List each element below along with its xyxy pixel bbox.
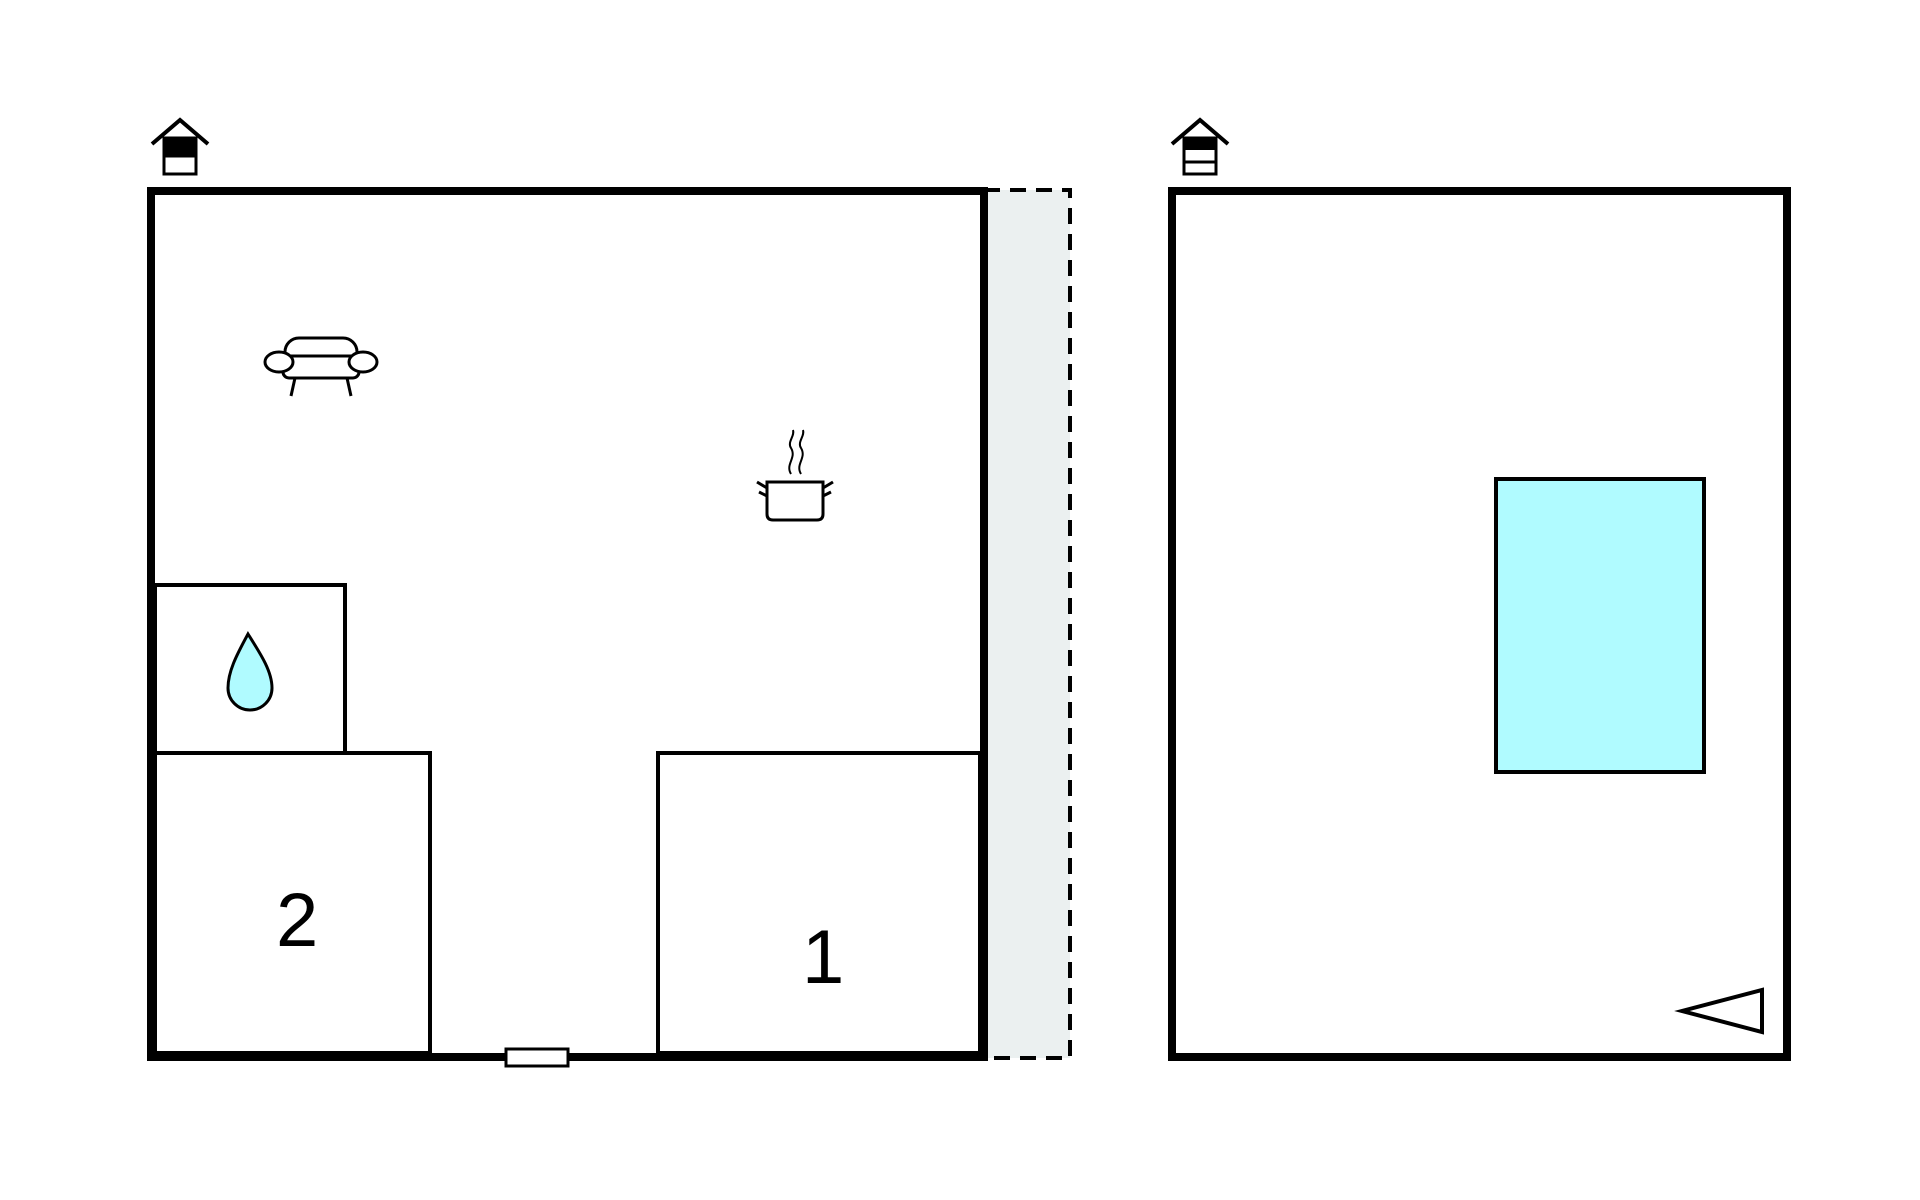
room-2	[153, 751, 432, 1055]
terrace-area	[984, 190, 1070, 1058]
door-icon	[504, 1047, 570, 1068]
room-1-number: 1	[802, 915, 844, 1000]
upper-floor-outer-wall	[1168, 187, 1791, 1061]
ground-floor-plan: 2 1	[147, 117, 1072, 1068]
room-2-number: 2	[276, 878, 318, 963]
upper-floor-plan	[1168, 117, 1791, 1061]
sofa-icon	[263, 336, 379, 397]
terrace-dashed-border	[984, 188, 1072, 1060]
water-drop-icon	[226, 631, 274, 712]
room-1	[656, 751, 982, 1055]
pool-icon	[1494, 477, 1706, 774]
cooking-pot-icon	[756, 429, 834, 522]
house-upper-floor-icon	[1170, 117, 1230, 176]
stairs-arrow-icon	[1674, 987, 1764, 1035]
house-ground-floor-icon	[150, 117, 210, 176]
